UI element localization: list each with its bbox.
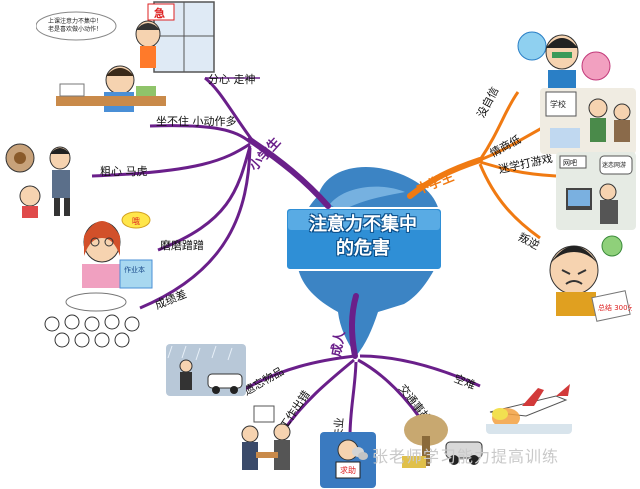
primary-item-dawdling: 磨磨蹭蹭 (160, 239, 204, 252)
internet-cafe-sign-text: 网吧 (563, 159, 577, 167)
watermark-text: 张老师学习能力提高训练 (372, 447, 560, 466)
primary-item-fidgety: 坐不住 小动作多 (156, 115, 237, 128)
speech-bubble-1: 上课注意力不集中！ 老是喜欢做小动作！ (48, 17, 104, 33)
center-title-line1: 注意力不集中 (309, 214, 417, 235)
speech-bubble-1-line1: 上课注意力不集中！ (48, 17, 102, 25)
center-title: 注意力不集中 的危害 (288, 213, 438, 261)
cartoon-dawdling-girl: 作业本 哦 (62, 206, 156, 292)
center-title-line2: 的危害 (336, 238, 390, 259)
cartoon-forgetting (166, 344, 246, 396)
cartoon-work-error (236, 402, 298, 478)
school-sign-text: 学校 (550, 99, 566, 109)
cartoon-air-crash (486, 382, 572, 434)
primary-item-careless: 粗心 马虎 (100, 165, 148, 178)
cartoon-careless-kid (2, 136, 88, 220)
primary-main-branch (247, 137, 331, 209)
cartoon-low-eq: 学校 (540, 88, 636, 154)
cartoon-poor-grades (38, 292, 154, 356)
gaming-bubble-text: 迷恋网游 (602, 161, 626, 169)
cartoon-rebellious: 总结 300分 (538, 232, 632, 322)
adult-main-branch (349, 293, 359, 359)
speech-bubble-1-line2: 老是喜欢做小动作！ (48, 25, 102, 33)
cartoon-traffic-accident (396, 412, 488, 474)
stamp-text: 急 (154, 6, 165, 20)
cartoon-unemployed: 求助 (320, 432, 376, 488)
help-sign-text: 求助 (340, 465, 356, 475)
wechat-icon (352, 447, 368, 460)
homework-book-text: 作业本 (124, 265, 145, 274)
cartoon-classroom: 上课注意力不集中！ 老是喜欢做小动作！ 急 (36, 0, 216, 124)
girl-speech-text: 哦 (132, 216, 140, 226)
cartoon-no-confidence (512, 22, 614, 94)
middle-main-branch (407, 157, 483, 199)
test-paper-text: 总结 300分 (598, 303, 632, 312)
cartoon-gaming: 网吧 迷恋网游 (556, 152, 636, 230)
primary-item-distracted: 分心 走神 (208, 73, 256, 86)
